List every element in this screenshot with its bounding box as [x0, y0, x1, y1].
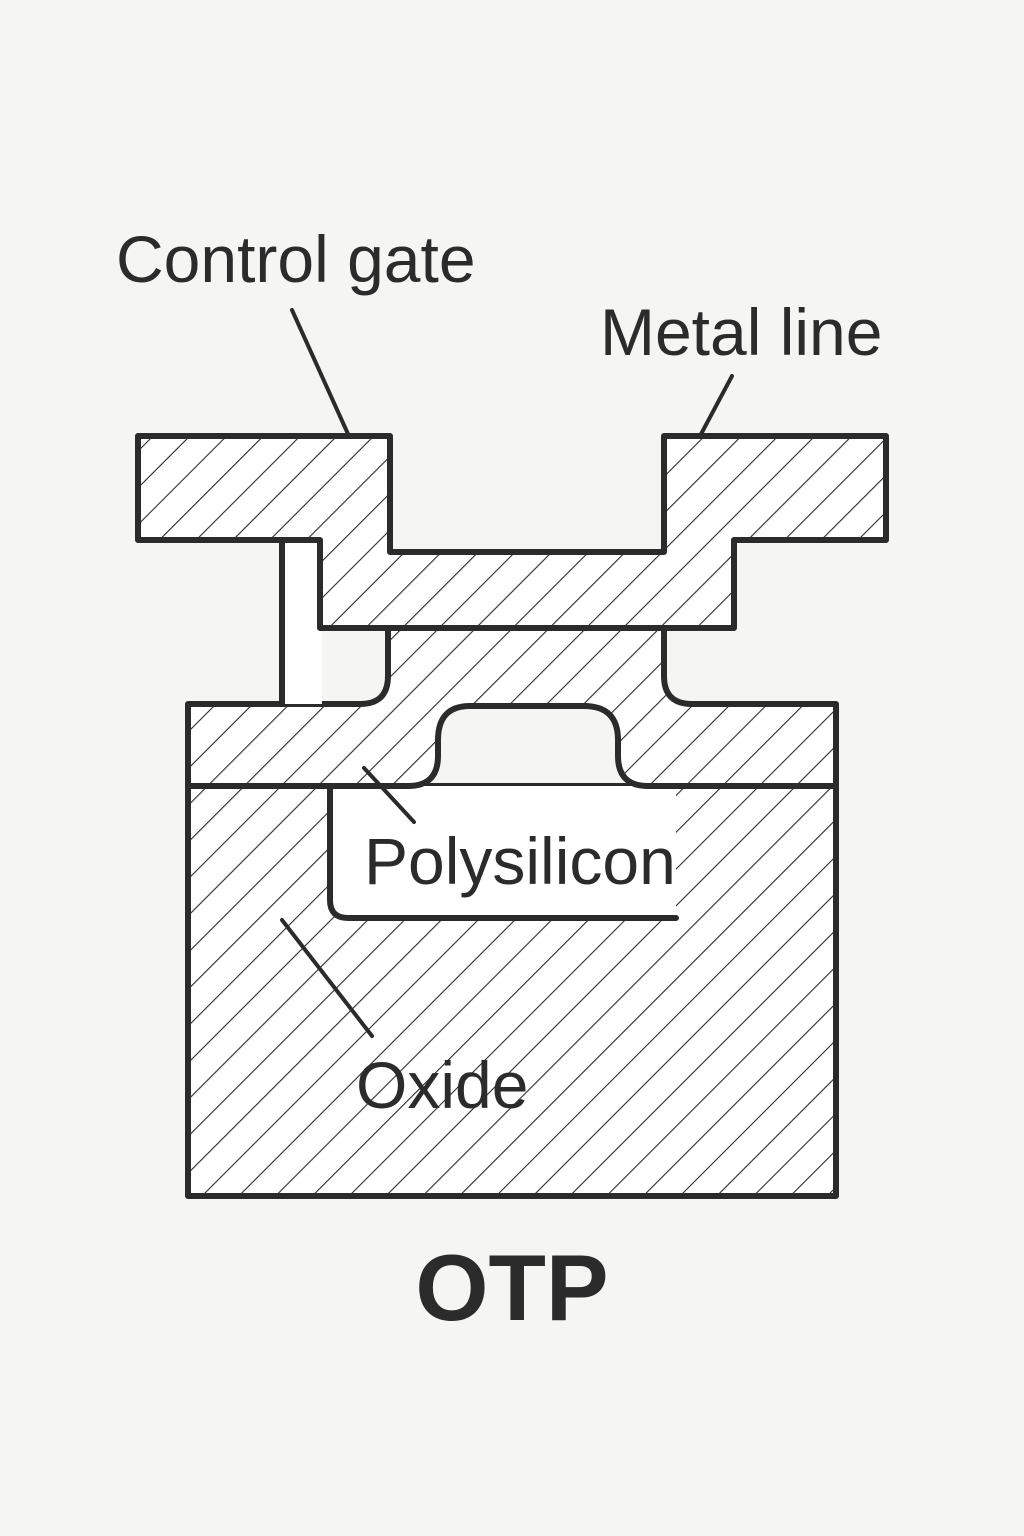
oxide-leader [280, 918, 374, 1038]
label-polysilicon: Polysilicon [364, 824, 676, 898]
label-oxide: Oxide [356, 1048, 528, 1122]
label-control-gate: Control gate [116, 222, 476, 296]
control-gate-metal-line [135, 433, 889, 631]
diagram-caption: OTP [415, 1235, 608, 1340]
control-gate-leader [290, 308, 350, 436]
polysilicon-leader [362, 766, 416, 824]
metal-line-leader [698, 374, 734, 438]
polysilicon-region [327, 783, 679, 921]
label-metal-line: Metal line [600, 295, 882, 369]
left-spacer-post [279, 537, 322, 707]
